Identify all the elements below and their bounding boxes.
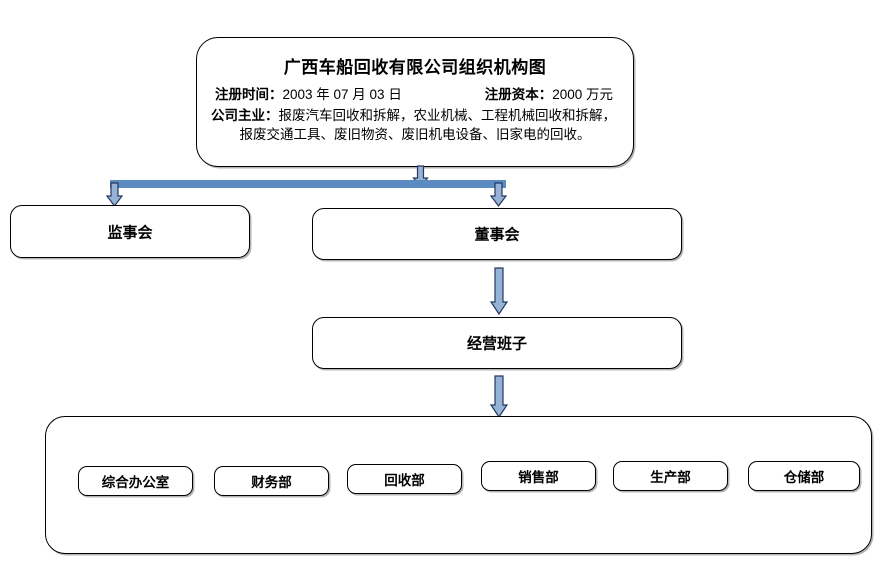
- registration-capital-value: 2000 万元: [552, 87, 613, 102]
- connector-bar-to-supervisory: [105, 182, 124, 207]
- registration-capital-label: 注册资本：: [484, 87, 553, 102]
- node-supervisory-board-label: 监事会: [107, 225, 153, 241]
- business-scope-label: 公司主业：: [211, 107, 279, 123]
- registration-time: 注册时间：2003 年 07 月 03 日: [215, 85, 402, 105]
- department-box-4[interactable]: 生产部: [613, 461, 728, 491]
- department-box-5[interactable]: 仓储部: [748, 461, 860, 491]
- department-box-2[interactable]: 回收部: [347, 464, 462, 494]
- node-management-team-label: 经营班子: [466, 336, 527, 353]
- connector-board-to-management: [489, 267, 509, 316]
- node-management-team[interactable]: 经营班子: [312, 317, 682, 369]
- business-scope-text-1: 报废汽车回收和拆解，农业机械、工程机械回收和拆解，: [278, 107, 617, 123]
- node-board-of-directors[interactable]: 董事会: [312, 208, 682, 260]
- registration-time-label: 注册时间：: [215, 87, 283, 102]
- business-scope: 公司主业：报废汽车回收和拆解，农业机械、工程机械回收和拆解， 报废交通工具、废旧…: [211, 106, 619, 145]
- department-box-3[interactable]: 销售部: [481, 461, 596, 491]
- registration-capital: 注册资本：2000 万元: [485, 85, 613, 105]
- node-board-of-directors-label: 董事会: [474, 227, 520, 244]
- connector-horizontal-bar: [110, 180, 506, 188]
- registration-time-value: 2003 年 07 月 03 日: [282, 87, 402, 102]
- department-label-0: 综合办公室: [101, 475, 170, 490]
- node-supervisory-board[interactable]: 监事会: [10, 205, 250, 258]
- page-title: 广西车船回收有限公司组织机构图: [283, 58, 547, 77]
- business-scope-line-2: 报废交通工具、废旧物资、废旧机电设备、旧家电的回收。: [239, 127, 591, 143]
- department-label-3: 销售部: [518, 470, 559, 485]
- department-box-1[interactable]: 财务部: [214, 466, 329, 496]
- department-label-1: 财务部: [251, 475, 292, 490]
- connector-bar-to-board: [489, 182, 508, 207]
- business-scope-line-1: 公司主业：报废汽车回收和拆解，农业机械、工程机械回收和拆解，: [211, 106, 619, 126]
- department-label-2: 回收部: [384, 473, 425, 488]
- department-label-5: 仓储部: [783, 470, 825, 485]
- connector-management-to-departments: [489, 375, 509, 419]
- department-label-4: 生产部: [650, 470, 691, 485]
- company-info-card: 广西车船回收有限公司组织机构图 注册时间：2003 年 07 月 03 日 注册…: [196, 37, 634, 167]
- registration-meta-row: 注册时间：2003 年 07 月 03 日 注册资本：2000 万元: [211, 85, 619, 105]
- department-box-0[interactable]: 综合办公室: [78, 466, 193, 496]
